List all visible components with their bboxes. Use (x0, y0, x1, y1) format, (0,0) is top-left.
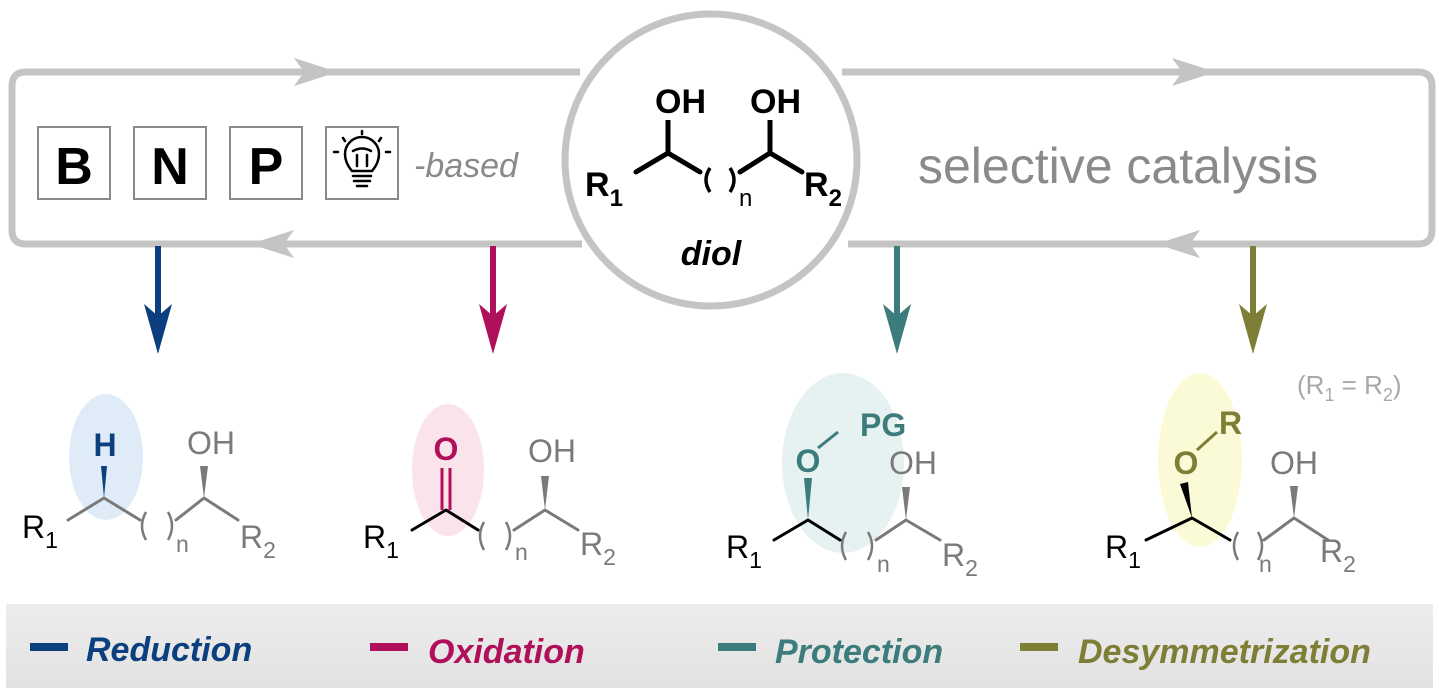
diol-r2-label: R2 (804, 166, 842, 212)
diol-oh-right: OH (750, 83, 801, 121)
reduction-oh-label: OH (187, 425, 235, 461)
cycle-frame (8, 58, 1436, 258)
catalyst-box-p: P (229, 126, 303, 200)
protection-r1-label: R1 (726, 529, 762, 573)
reduction-n-label: n (176, 531, 189, 557)
arrowhead-bottom-left (250, 230, 294, 258)
arrowhead-top-right (1172, 58, 1216, 86)
legend-label-oxidation: Oxidation (428, 633, 585, 671)
diol-caption: diol (681, 235, 743, 273)
legend-item-protection: Protection (718, 633, 943, 671)
reduction-h-label: H (93, 427, 116, 463)
catalyst-box-light (325, 126, 399, 200)
product-reduction: H OH R1 R2 n (22, 394, 276, 563)
legend-label-desymmetrization: Desymmetrization (1078, 633, 1371, 671)
catalyst-box-n: N (133, 126, 207, 200)
legend-item-reduction: Reduction (30, 631, 252, 669)
reduction-r2-label: R2 (240, 519, 276, 563)
catalyst-label-n: N (151, 138, 189, 196)
diol-structure: OH OH R1 R2 n (585, 83, 842, 212)
selective-catalysis-label: selective catalysis (918, 138, 1318, 194)
protection-oh-label: OH (889, 445, 937, 481)
desymmetrization-r-label: R (1219, 405, 1242, 441)
legend-label-protection: Protection (775, 633, 943, 671)
desymmetrization-oh-label: OH (1270, 445, 1318, 481)
protection-pg-label: PG (860, 407, 906, 443)
protection-n-label: n (877, 551, 890, 577)
lightbulb-icon (332, 129, 392, 188)
protection-o-label: O (796, 443, 821, 479)
symmetry-note: (R1 = R2) (1297, 370, 1402, 405)
oxidation-r1-label: R1 (363, 519, 399, 563)
desymmetrization-r1-label: R1 (1105, 529, 1141, 573)
legend-item-oxidation: Oxidation (370, 633, 585, 671)
oxidation-n-label: n (515, 539, 528, 565)
arrow-reduction (144, 246, 172, 354)
desymmetrization-o-label: O (1174, 445, 1199, 481)
product-oxidation: O OH R1 R2 n (363, 404, 616, 570)
arrowhead-bottom-right (1156, 230, 1200, 258)
protection-r2-label: R2 (942, 537, 978, 581)
diol-n-label: n (739, 185, 752, 212)
product-desymmetrization: R O OH R1 R2 n (1105, 373, 1356, 577)
based-label: -based (414, 147, 519, 185)
diol-oh-left: OH (655, 83, 706, 121)
catalyst-label-p: P (249, 138, 284, 196)
legend-item-desymmetrization: Desymmetrization (1020, 633, 1371, 671)
desymmetrization-r2-label: R2 (1320, 533, 1356, 577)
product-protection: PG O OH R1 R2 n (726, 373, 978, 581)
catalyst-box-b: B (37, 126, 111, 200)
legend-label-reduction: Reduction (86, 631, 252, 669)
arrowhead-top-left (294, 58, 338, 86)
diol-circle (561, 10, 861, 310)
oxidation-r2-label: R2 (580, 526, 616, 570)
arrow-oxidation (479, 246, 507, 354)
arrow-desymmetrization (1239, 246, 1267, 354)
desymmetrization-n-label: n (1259, 551, 1272, 577)
oxidation-o-label: O (434, 431, 459, 467)
reduction-r1-label: R1 (22, 509, 58, 553)
diol-r1-label: R1 (585, 166, 623, 212)
oxidation-oh-label: OH (528, 433, 576, 469)
arrow-protection (883, 246, 911, 354)
catalyst-label-b: B (55, 138, 93, 196)
